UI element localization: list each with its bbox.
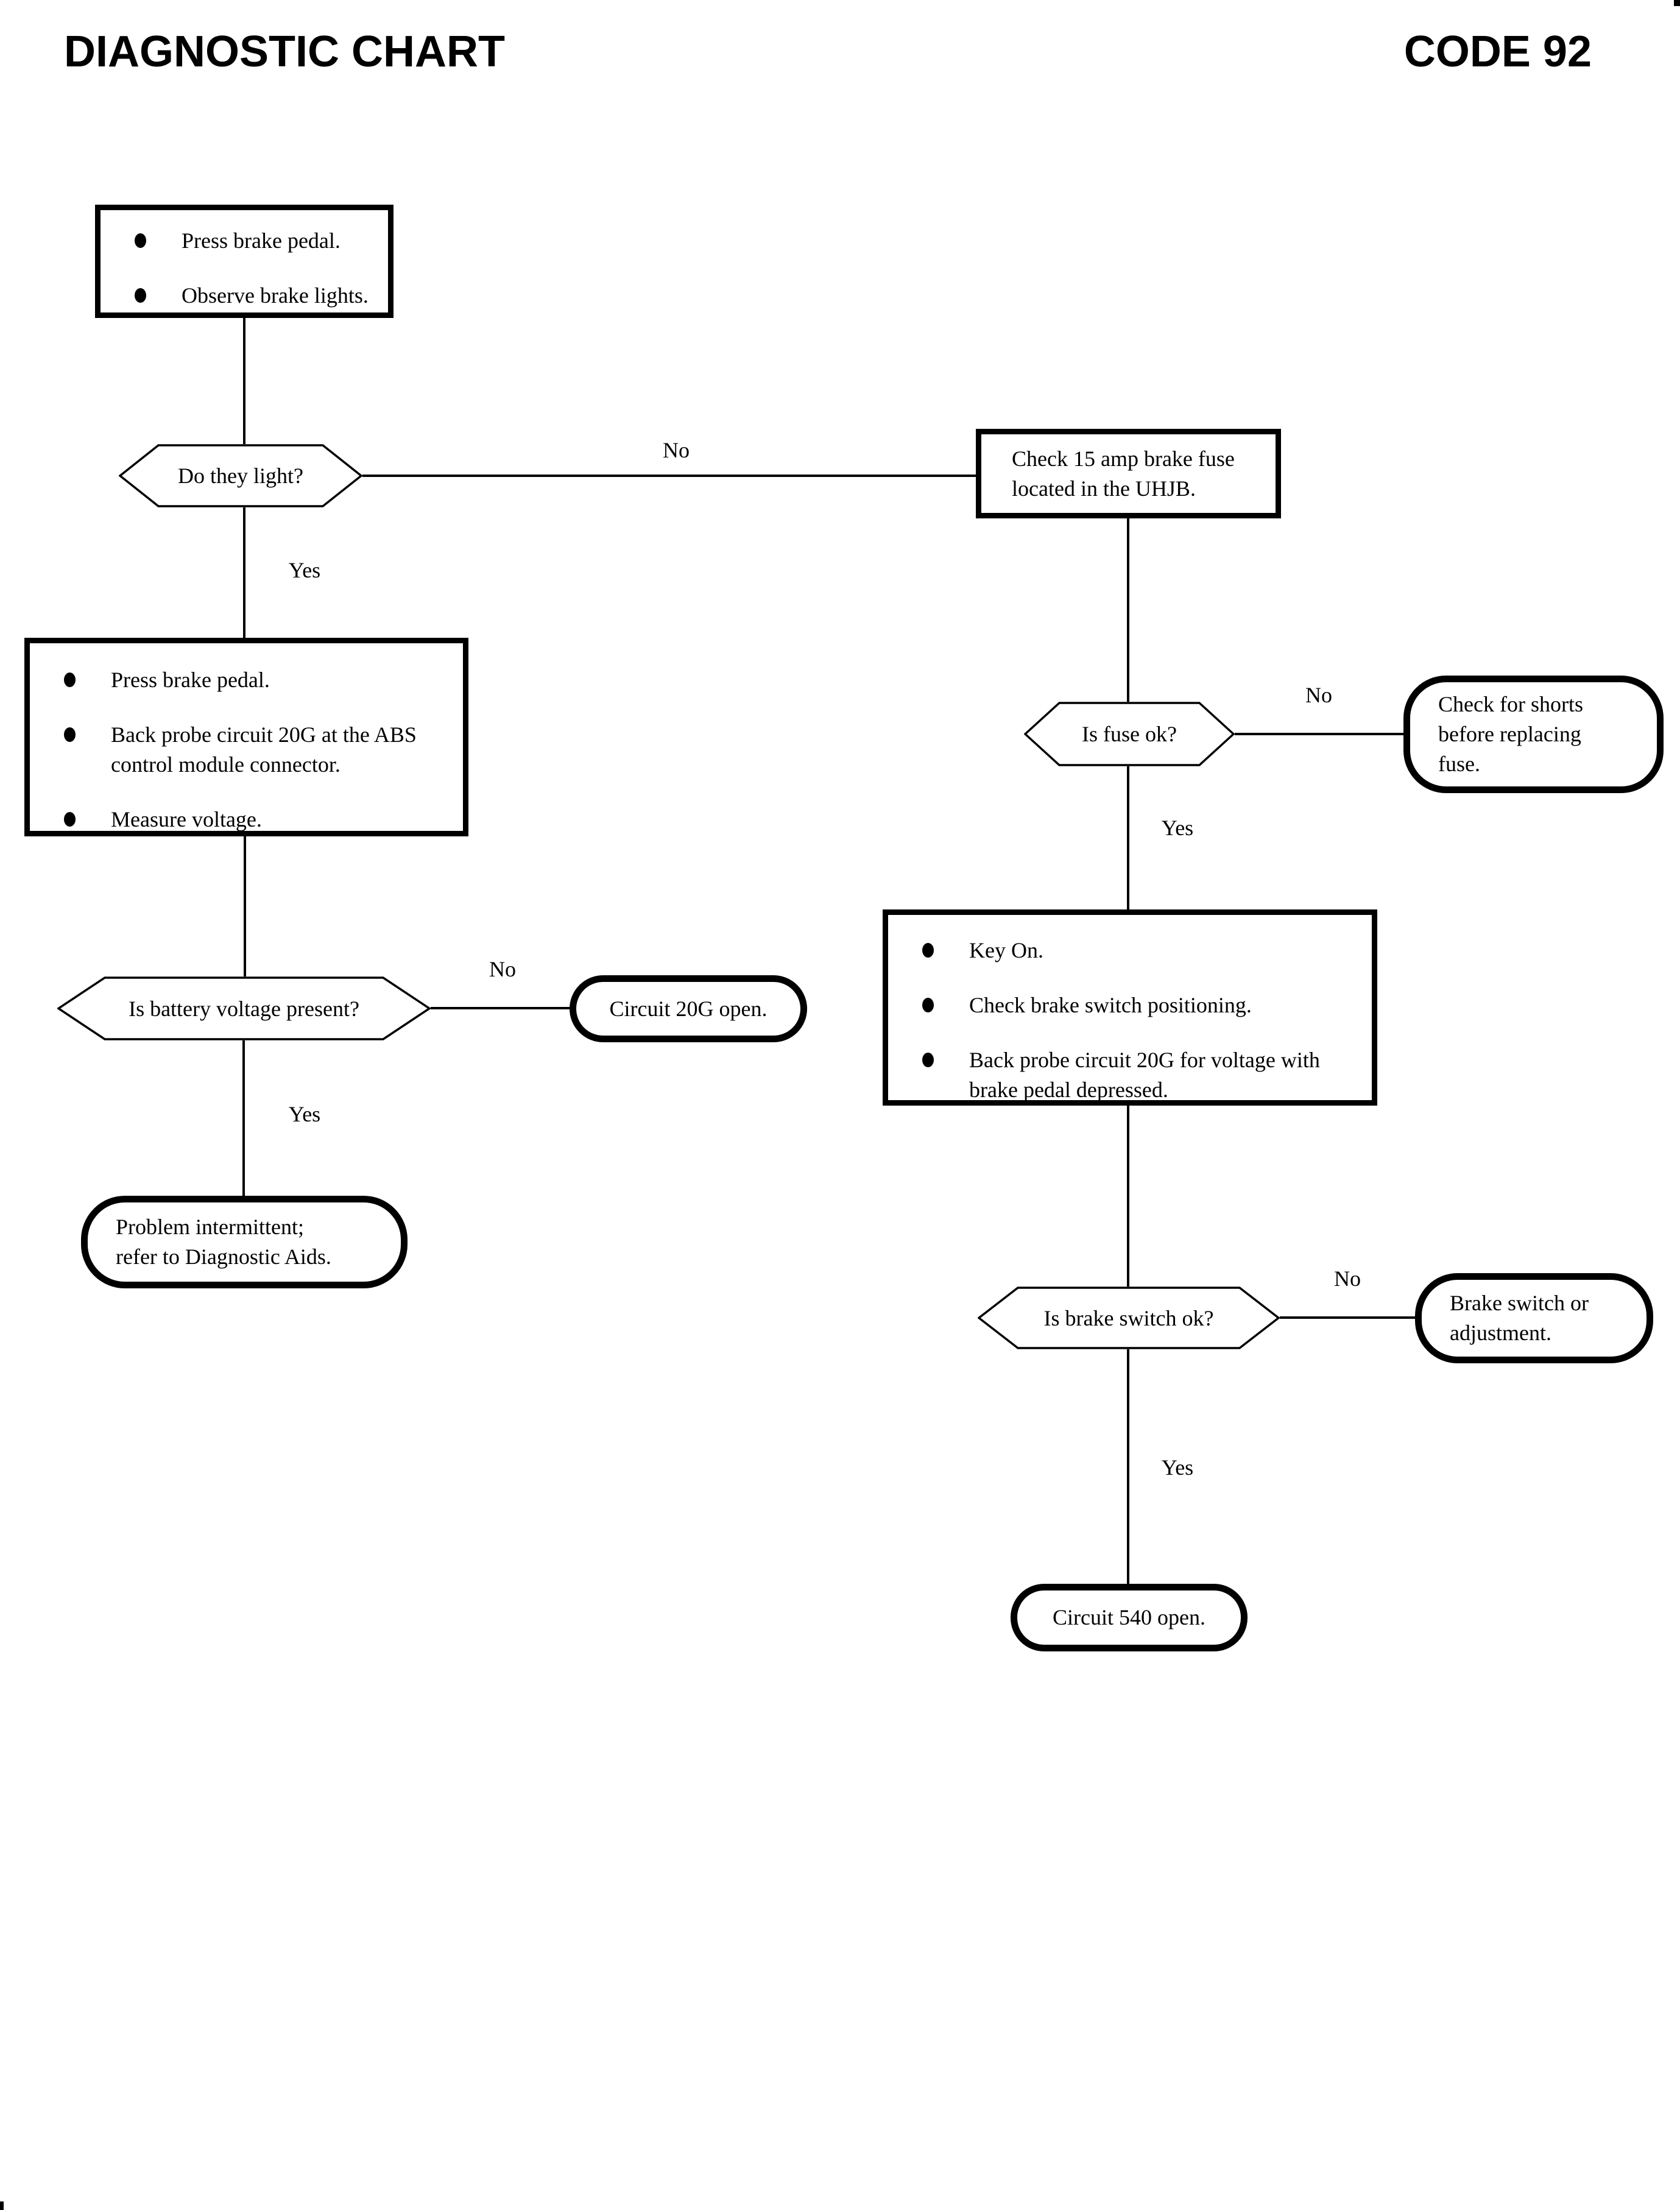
edge-label-no-battery-voltage: No — [489, 957, 516, 981]
process-box-check-brake-fuse: Check 15 amp brake fuse located in the U… — [976, 429, 1281, 518]
scan-artifact-bottom-left — [0, 2201, 4, 2210]
decision-is-fuse-ok: Is fuse ok? — [1024, 702, 1235, 766]
edge-label-yes-brake-switch: Yes — [1161, 1455, 1194, 1480]
page-title: DIAGNOSTIC CHART — [64, 27, 505, 76]
brake-switch-or-adjustment-text: Brake switch or adjustment. — [1450, 1291, 1589, 1345]
bullet-item: Key On. — [922, 936, 1357, 966]
bullet-item-text: Press brake pedal. — [111, 668, 270, 692]
edge-label-yes-battery-voltage: Yes — [288, 1102, 321, 1126]
bullet-icon — [922, 998, 934, 1012]
edge-label-yes-is-fuse-ok: Yes — [1161, 816, 1194, 840]
bullet-icon — [135, 233, 146, 248]
process-box-back-probe-abs: Press brake pedal. Back probe circuit 20G… — [24, 638, 468, 836]
decision-do-they-light-label: Do they light? — [178, 464, 303, 488]
circuit-540-open-text: Circuit 540 open. — [1053, 1605, 1205, 1629]
check-fuse-text: Check 15 amp brake fuse located in the U… — [1012, 447, 1235, 501]
bullet-item-text: Press brake pedal. — [182, 228, 341, 253]
bullet-item-text: Back probe circuit 20G for voltage with … — [969, 1048, 1320, 1102]
bullet-item: Measure voltage. — [64, 805, 448, 835]
hexagon-shape — [119, 444, 362, 507]
check-for-shorts-text: Check for shorts before replacing fuse. — [1438, 692, 1583, 776]
decision-is-fuse-ok-label: Is fuse ok? — [1082, 722, 1177, 746]
bullet-item: Check brake switch positioning. — [922, 990, 1357, 1020]
decision-is-brake-switch-ok: Is brake switch ok? — [978, 1287, 1280, 1349]
decision-do-they-light: Do they light? — [119, 444, 362, 507]
edge-label-yes-do-they-light: Yes — [288, 558, 321, 582]
edge-label-no-brake-switch: No — [1334, 1266, 1361, 1291]
bullet-item-text: Measure voltage. — [111, 807, 262, 831]
bullet-item: Back probe circuit 20G at the ABS contro… — [64, 720, 448, 780]
hexagon-shape — [1024, 702, 1235, 766]
edge-label-no-is-fuse-ok: No — [1305, 683, 1332, 707]
bullet-item-text: Check brake switch positioning. — [969, 993, 1252, 1017]
bullet-icon — [64, 812, 76, 827]
terminator-check-for-shorts: Check for shorts before replacing fuse. — [1403, 676, 1664, 793]
bullet-item-text: Key On. — [969, 938, 1043, 962]
bullet-icon — [64, 727, 76, 742]
process-box-press-brake-observe-lights: Press brake pedal. Observe brake lights. — [95, 205, 394, 318]
terminator-circuit-540-open: Circuit 540 open. — [1011, 1584, 1248, 1651]
bullet-item: Press brake pedal. — [135, 226, 373, 256]
hexagon-shape — [978, 1287, 1280, 1349]
decision-is-brake-switch-ok-label: Is brake switch ok? — [1043, 1305, 1214, 1330]
edge-label-no-do-they-light: No — [663, 438, 690, 462]
terminator-circuit-20g-open: Circuit 20G open. — [570, 975, 807, 1042]
bullet-icon — [922, 1053, 934, 1067]
bullet-icon — [922, 943, 934, 958]
terminator-brake-switch-or-adjustment: Brake switch or adjustment. — [1415, 1273, 1653, 1363]
circuit-20g-open-text: Circuit 20G open. — [609, 996, 768, 1021]
bullet-item: Back probe circuit 20G for voltage with … — [922, 1045, 1357, 1105]
bullet-icon — [64, 673, 76, 687]
decision-is-battery-voltage-present: Is battery voltage present? — [57, 976, 431, 1040]
problem-intermittent-text: Problem intermittent; refer to Diagnosti… — [116, 1215, 331, 1269]
decision-is-battery-voltage-present-label: Is battery voltage present? — [129, 996, 359, 1021]
bullet-item: Press brake pedal. — [64, 665, 448, 695]
bullet-item: Observe brake lights. — [135, 281, 373, 311]
bullet-item-text: Back probe circuit 20G at the ABS contro… — [111, 722, 417, 777]
scan-artifact-top-right — [1674, 0, 1680, 6]
terminator-problem-intermittent: Problem intermittent; refer to Diagnosti… — [81, 1196, 408, 1288]
bullet-icon — [135, 288, 146, 303]
page-code-label: CODE 92 — [1403, 27, 1592, 76]
bullet-item-text: Observe brake lights. — [182, 283, 369, 308]
process-box-key-on-check-switch: Key On. Check brake switch positioning. Ba… — [883, 909, 1377, 1106]
hexagon-shape — [57, 976, 431, 1040]
